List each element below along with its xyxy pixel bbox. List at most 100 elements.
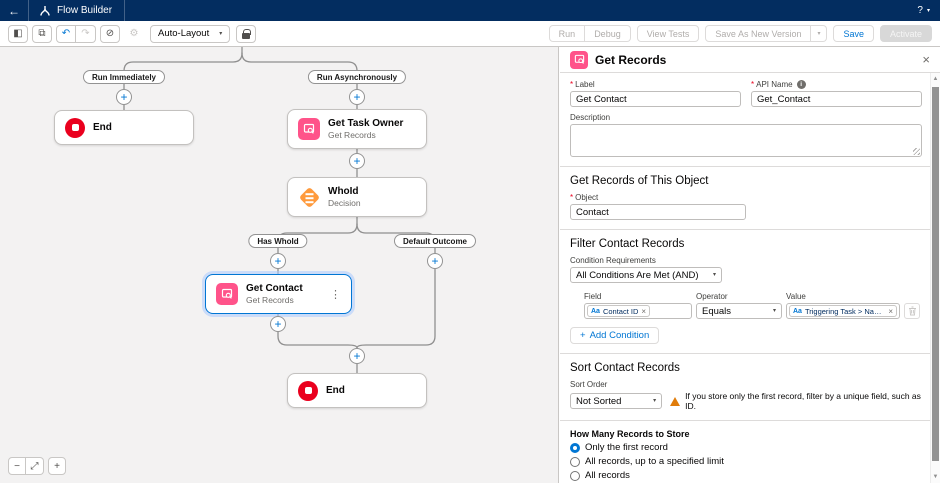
add-element-button[interactable]: +	[270, 316, 286, 332]
flow-builder-logo	[40, 5, 50, 16]
node-end-top[interactable]: End	[54, 110, 194, 145]
remove-token-icon[interactable]: ×	[641, 306, 647, 316]
label-input[interactable]: Get Contact	[570, 91, 741, 107]
end-icon	[298, 380, 318, 401]
object-label: Object	[575, 193, 599, 202]
flow-settings-button[interactable]: ⚙	[124, 25, 144, 43]
redo-button[interactable]: ↷	[76, 24, 96, 43]
node-whoid-decision[interactable]: WhoId Decision	[287, 177, 427, 217]
save-as-new-version-button[interactable]: Save As New Version	[705, 25, 812, 42]
scroll-down-icon[interactable]: ▼	[932, 474, 939, 480]
plus-icon: +	[580, 330, 586, 341]
gear-icon: ⚙	[129, 28, 139, 39]
field-token-label: Contact ID	[602, 306, 639, 316]
back-icon[interactable]: ←	[0, 0, 28, 21]
field-token: Aa Contact ID ×	[587, 305, 651, 317]
radio-all-records[interactable]: All records	[570, 470, 922, 481]
plus-icon: +	[431, 253, 439, 268]
node-get-task-owner[interactable]: Get Task Owner Get Records	[287, 109, 427, 149]
node-menu-icon[interactable]: ⋮	[330, 288, 341, 301]
add-element-button[interactable]: +	[349, 348, 365, 364]
add-element-button[interactable]: +	[116, 89, 132, 105]
panel-header: Get Records ×	[560, 47, 940, 73]
condition-requirements-label: Condition Requirements	[570, 256, 656, 265]
scrollbar-thumb[interactable]	[932, 87, 939, 461]
radio-label: All records, up to a specified limit	[585, 456, 724, 467]
branch-label-run-immediately: Run Immediately	[82, 70, 166, 84]
radio-only-first-record[interactable]: Only the first record	[570, 442, 922, 453]
add-element-button[interactable]: +	[270, 253, 286, 269]
save-options-chevron-button[interactable]: ▾	[811, 25, 828, 42]
sort-warning: If you store only the first record, filt…	[670, 391, 922, 411]
get-records-icon	[216, 283, 238, 305]
info-icon[interactable]: i	[796, 80, 806, 89]
zoom-out-button[interactable]: −	[8, 457, 26, 475]
field-combobox[interactable]: Aa Contact ID ×	[584, 303, 692, 319]
node-get-contact[interactable]: Get Contact Get Records ⋮	[205, 274, 352, 314]
value-combobox[interactable]: Aa Triggering Task > Name ID ×	[786, 303, 900, 319]
api-name-input[interactable]: Get_Contact	[751, 91, 922, 107]
plus-icon: +	[353, 153, 361, 168]
add-element-button[interactable]: +	[427, 253, 443, 269]
get-records-icon	[298, 118, 320, 140]
scroll-up-icon[interactable]: ▲	[932, 76, 939, 82]
sort-section-heading: Sort Contact Records	[570, 362, 680, 374]
add-element-button[interactable]: +	[349, 89, 365, 105]
node-title: Get Contact	[246, 283, 303, 294]
chevron-down-icon: ▾	[219, 30, 223, 37]
fit-to-view-button[interactable]: ⤢	[26, 457, 44, 475]
operator-value: Equals	[702, 305, 732, 317]
add-element-button[interactable]: +	[349, 153, 365, 169]
operator-label: Operator	[696, 292, 728, 301]
activate-button[interactable]: Activate	[879, 25, 932, 42]
condition-requirements-select[interactable]: All Conditions Are Met (AND) ▾	[570, 267, 722, 283]
chevron-down-icon: ▾	[817, 30, 821, 37]
add-condition-label: Add Condition	[589, 330, 650, 341]
resize-grip-icon[interactable]	[913, 148, 920, 155]
close-icon[interactable]: ×	[922, 52, 930, 67]
branch-label-default-outcome: Default Outcome	[393, 234, 477, 248]
description-label: Description	[570, 113, 611, 122]
filter-section-heading: Filter Contact Records	[570, 238, 685, 250]
panel-title: Get Records	[595, 52, 667, 67]
save-button[interactable]: Save	[833, 25, 874, 42]
node-end-bottom[interactable]: End	[287, 373, 427, 408]
panel-scrollbar[interactable]: ▲ ▼	[930, 73, 940, 483]
plus-icon: +	[120, 89, 128, 104]
debug-button[interactable]: Debug	[585, 25, 631, 42]
branch-label-run-asynchronously: Run Asynchronously	[307, 70, 407, 84]
how-many-heading: How Many Records to Store	[570, 429, 690, 439]
object-input[interactable]: Contact	[570, 204, 746, 220]
sort-warning-text: If you store only the first record, filt…	[685, 391, 921, 411]
undo-icon: ↶	[61, 28, 71, 39]
app-tab: Flow Builder	[28, 0, 126, 21]
lock-canvas-button[interactable]	[236, 24, 257, 43]
plus-icon: +	[353, 348, 361, 363]
cut-elements-button[interactable]: ⊘	[100, 24, 120, 43]
select-elements-button[interactable]: ◧	[8, 24, 28, 43]
flow-actions: Run Debug View Tests Save As New Version…	[548, 25, 932, 42]
node-title: End	[93, 121, 112, 133]
view-tests-button[interactable]: View Tests	[636, 25, 700, 42]
radio-all-records-limit[interactable]: All records, up to a specified limit	[570, 456, 922, 467]
node-title: WhoId	[328, 186, 359, 197]
zoom-in-button[interactable]: +	[48, 457, 66, 475]
remove-token-icon[interactable]: ×	[888, 306, 893, 316]
help-menu[interactable]: ? ▾	[917, 5, 940, 16]
radio-selected-icon	[570, 442, 580, 453]
add-condition-button[interactable]: + Add Condition	[570, 327, 660, 344]
flow-canvas[interactable]: Run Immediately Run Asynchronously Has W…	[0, 47, 559, 483]
condition-requirements-value: All Conditions Are Met (AND)	[576, 269, 699, 281]
copy-elements-button[interactable]: ⧉	[32, 24, 52, 43]
select-elements-icon: ◧	[13, 28, 23, 39]
run-button[interactable]: Run	[548, 25, 586, 42]
radio-label: Only the first record	[585, 442, 668, 453]
delete-condition-button[interactable]	[904, 303, 920, 319]
sort-order-select[interactable]: Not Sorted ▾	[570, 393, 663, 409]
description-textarea[interactable]	[570, 124, 922, 157]
radio-icon	[570, 456, 580, 467]
layout-select[interactable]: Auto-Layout ▾	[150, 24, 231, 43]
undo-button[interactable]: ↶	[56, 24, 76, 43]
operator-select[interactable]: Equals ▾	[696, 303, 782, 319]
object-section-heading: Get Records of This Object	[570, 175, 709, 187]
